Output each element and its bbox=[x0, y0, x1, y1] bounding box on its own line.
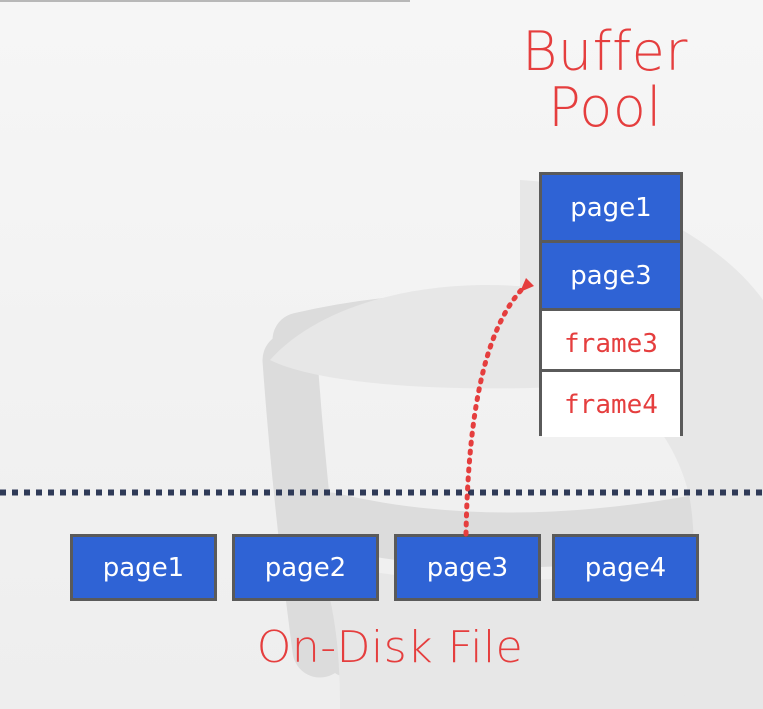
disk-page-3: page3 bbox=[394, 534, 541, 601]
disk-page-1: page1 bbox=[70, 534, 217, 601]
buffer-pool-title-line-2: Pool bbox=[548, 76, 662, 139]
buffer-divider-3 bbox=[542, 369, 680, 372]
storage-boundary-line bbox=[0, 489, 763, 496]
buffer-pool-box: page1 page3 frame3 frame4 bbox=[539, 172, 683, 437]
buffer-divider-2 bbox=[542, 308, 680, 311]
buffer-pool-title: Buffer Pool bbox=[490, 24, 720, 136]
buffer-frame-1: page1 bbox=[542, 175, 680, 240]
buffer-frame-4: frame4 bbox=[542, 372, 680, 437]
buffer-frame-2: page3 bbox=[542, 243, 680, 308]
disk-page-4: page4 bbox=[552, 534, 699, 601]
disk-page-2: page2 bbox=[232, 534, 379, 601]
top-rule bbox=[0, 0, 410, 2]
buffer-pool-title-line-1: Buffer bbox=[521, 20, 689, 83]
buffer-frame-3: frame3 bbox=[542, 311, 680, 376]
on-disk-file-caption: On-Disk File bbox=[256, 622, 524, 673]
buffer-divider-1 bbox=[542, 240, 680, 243]
